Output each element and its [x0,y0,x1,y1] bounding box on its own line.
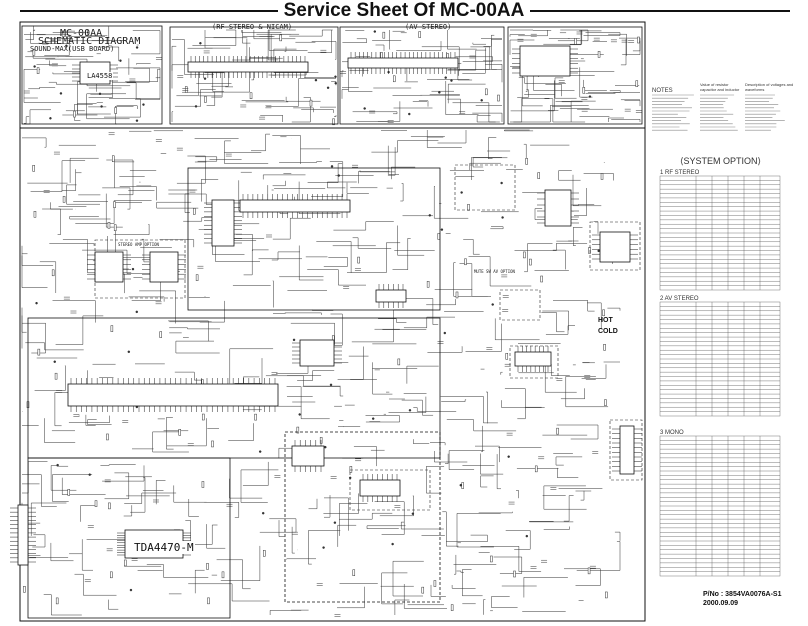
micom-block [187,167,441,311]
schematic-label: SCHEMATIC DIAGRAM [38,36,141,47]
rf-stereo-block [169,26,339,125]
hot-label: HOT [598,317,613,324]
section-3-label: 3 MONO [660,430,684,436]
model-label: MC-00AA [60,28,103,39]
section-2-label: 2 AV STEREO [660,296,699,302]
ic-packages [10,45,642,566]
cold-label: COLD [598,328,618,335]
part-number: P/No : 3854VA0076A-S1 [703,591,782,598]
av-block [284,431,441,603]
option-outlines [94,164,643,511]
board-label: SOUND-MAX(USB BOARD) [30,45,115,53]
title-rule-right [528,10,790,12]
stereo-amp-label: STEREO AMP OPTION [118,242,159,247]
system-option-tables [652,94,785,577]
av-stereo-block [339,26,505,125]
av-stereo-label: (AV STEREO) [405,23,452,31]
top-right-block [507,26,643,125]
sheet-date: 2000.09.09 [703,600,739,607]
title-bar: Service Sheet Of MC-00AA [0,0,808,22]
mute-sw-label: MUTE SW AV OPTION [474,269,515,274]
main-ic-block [27,317,441,459]
system-option-title: ⟨SYSTEM OPTION⟩ [680,156,762,166]
block-outlines [19,21,646,622]
wire-network [21,25,642,617]
notes-col2-heading: Value of resistor capacitor and inductor [700,82,740,92]
sheet-frame [19,21,646,622]
sheet-title-wrap: Service Sheet Of MC-00AA [0,0,808,22]
rf-stereo-label: (RF STEREO & NICAM) [212,23,293,31]
sound-chip-label: LA4558 [86,72,114,80]
sheet-title: Service Sheet Of MC-00AA [277,0,531,21]
notes-col3-heading: Description of voltages and waveforms [745,82,794,92]
sound-max-block [21,25,163,125]
notes-heading: NOTES [652,88,673,94]
audio-chip-label: TDA4470-M [133,541,195,554]
section-1-label: 1 RF STEREO [660,170,700,176]
title-rule-left [20,10,280,12]
